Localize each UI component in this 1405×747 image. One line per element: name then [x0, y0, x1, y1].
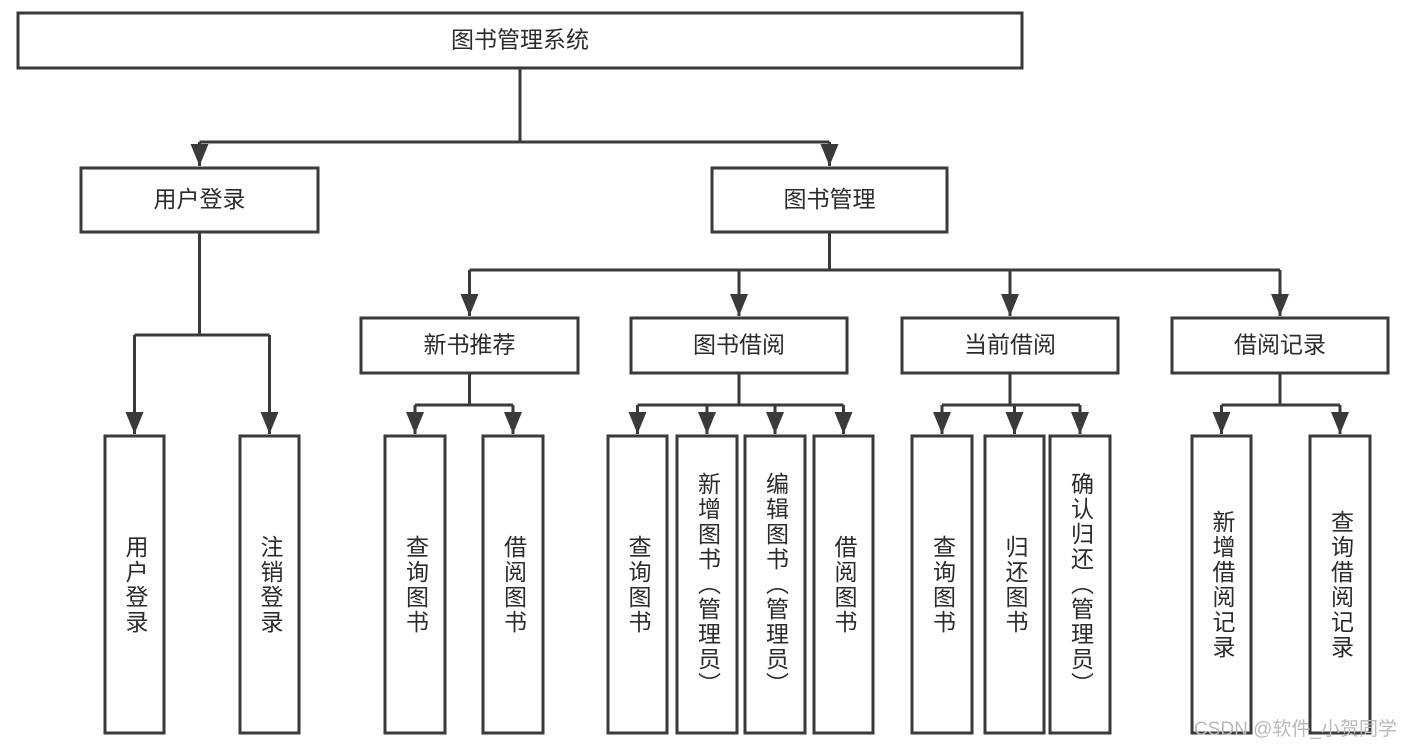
arrow-head-icon-leaf-4-1 [1331, 412, 1349, 434]
node-level3-3[interactable] [1170, 316, 1390, 375]
node-level3-0[interactable] [359, 316, 580, 375]
arrow-head-icon-leaf-4-0 [1212, 412, 1231, 434]
node-leaf-7[interactable] [812, 434, 875, 735]
watermark-text: CSDN @软件_小贺同学 [1194, 719, 1397, 740]
node-root[interactable] [16, 11, 1024, 70]
arrow-head-icon-leaf-2-1 [698, 412, 716, 434]
arrow-head-icon-leaf-2-3 [834, 412, 853, 434]
arrow-head-icon-leaf-0-0 [125, 412, 144, 434]
node-root-label: 图书管理系统 [451, 27, 589, 53]
node-leaf-6[interactable] [743, 434, 807, 735]
arrow-head-icon-mgmt-1 [730, 294, 748, 316]
arrow-head-icon-leaf-2-0 [628, 412, 647, 434]
arrow-head-icon-mgmt-0 [460, 294, 479, 316]
node-leaf-0[interactable] [103, 434, 166, 735]
arrow-head-icon-leaf-3-1 [1005, 412, 1024, 434]
arrow-head-icon-mgmt-2 [1001, 294, 1019, 316]
node-level2-label-0: 用户登录 [154, 186, 246, 212]
node-box-layer [16, 11, 1390, 735]
node-leaf-9[interactable] [983, 434, 1046, 735]
arrow-head-icon-leaf-1-0 [406, 412, 424, 434]
node-leaf-4[interactable] [606, 434, 669, 735]
connector-layer [125, 68, 1349, 434]
node-leaf-10[interactable] [1048, 434, 1112, 735]
node-leaf-11[interactable] [1190, 434, 1253, 735]
node-leaf-12[interactable] [1308, 434, 1372, 735]
arrow-head-icon-leaf-1-1 [504, 412, 522, 434]
arrow-head-icon-leaf-3-2 [1071, 412, 1089, 434]
arrow-head-icon-leaf-0-1 [260, 412, 279, 434]
node-level3-label-3: 借阅记录 [1234, 332, 1326, 358]
node-level3-2[interactable] [900, 316, 1120, 375]
arrow-head-icon-root-1 [820, 144, 839, 166]
node-level2-1[interactable] [710, 166, 949, 234]
node-leaf-2[interactable] [383, 434, 447, 735]
node-level2-label-1: 图书管理 [784, 186, 876, 212]
node-level3-label-2: 当前借阅 [964, 332, 1056, 358]
node-level3-label-1: 图书借阅 [693, 332, 785, 358]
node-leaf-8[interactable] [910, 434, 974, 735]
node-level2-0[interactable] [79, 166, 320, 234]
node-level3-label-0: 新书推荐 [424, 332, 516, 358]
arrow-head-icon-root-0 [190, 144, 209, 166]
node-level3-1[interactable] [629, 316, 849, 375]
node-leaf-3[interactable] [481, 434, 545, 735]
node-leaf-5[interactable] [675, 434, 739, 735]
arrow-head-icon-leaf-3-0 [933, 412, 951, 434]
node-leaf-1[interactable] [238, 434, 301, 735]
arrow-head-icon-leaf-2-2 [766, 412, 784, 434]
arrow-head-icon-mgmt-3 [1271, 294, 1289, 316]
